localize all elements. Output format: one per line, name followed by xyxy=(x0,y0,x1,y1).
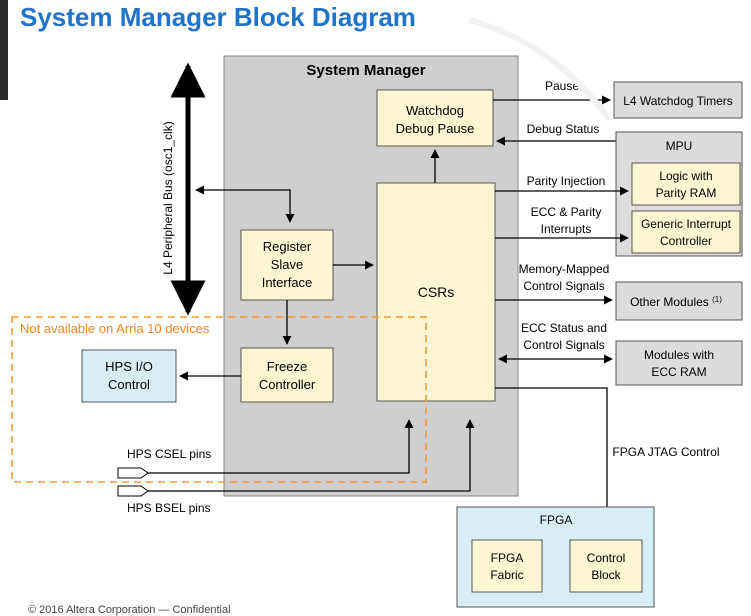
pause-label: Pause xyxy=(545,79,579,93)
mem-mapped-label-2: Control Signals xyxy=(523,279,604,293)
fpga-fabric-label-2: Fabric xyxy=(490,568,523,582)
parity-injection-label: Parity Injection xyxy=(527,174,606,188)
control-block-label-1: Control xyxy=(587,551,626,565)
system-manager-label: System Manager xyxy=(306,62,425,79)
ecc-status-label-2: Control Signals xyxy=(523,338,604,352)
ecc-modules-box xyxy=(615,340,743,386)
footer-text: © 2016 Altera Corporation — Confidential xyxy=(28,604,231,616)
ecc-modules-label-1: Modules with xyxy=(644,348,714,362)
hps-csel-arrow xyxy=(148,419,414,474)
ecc-parity-label-2: Interrupts xyxy=(541,222,592,236)
l4-bus-label: L4 Peripheral Bus (osc1_clk) xyxy=(161,121,175,274)
other-modules-text: Other Modules xyxy=(630,295,709,309)
l4-watchdog-label: L4 Watchdog Timers xyxy=(623,94,733,108)
control-block-label-2: Block xyxy=(591,568,621,582)
fpga-jtag-label: FPGA JTAG Control xyxy=(612,445,719,459)
csrs-label: CSRs xyxy=(418,284,455,300)
control-block xyxy=(569,539,643,593)
fpga-fabric-block xyxy=(471,539,543,593)
left-edge-bar xyxy=(0,0,8,100)
hps-csel-label: HPS CSEL pins xyxy=(127,447,211,461)
l4-watchdog-timers-box xyxy=(613,81,743,119)
logic-parity-ram-block xyxy=(631,162,741,206)
fpga-jtag-arrow xyxy=(495,387,612,529)
register-label-1: Register xyxy=(263,239,312,254)
hps-bsel-label: HPS BSEL pins xyxy=(127,501,211,515)
ecc-modules-label-2: ECC RAM xyxy=(651,365,706,379)
logic-parity-label-1: Logic with xyxy=(659,169,712,183)
other-modules-label: Other Modules (1) xyxy=(630,295,722,309)
logic-parity-label-2: Parity RAM xyxy=(656,186,717,200)
watermark-stroke xyxy=(469,17,613,122)
register-label-2: Slave xyxy=(271,257,304,272)
gic-label-1: Generic Interrupt xyxy=(641,217,732,231)
arria10-note-label: Not available on Arria 10 devices xyxy=(20,321,210,336)
watchdog-debug-pause-block xyxy=(376,89,494,147)
watchdog-label-1: Watchdog xyxy=(406,103,464,118)
other-modules-footnote: (1) xyxy=(712,295,722,304)
csrs-block xyxy=(376,182,496,402)
other-modules-box xyxy=(615,281,743,321)
freeze-label-2: Controller xyxy=(259,377,316,392)
gic-label-2: Controller xyxy=(660,234,712,248)
hps-io-label-2: Control xyxy=(108,377,150,392)
ecc-status-label-1: ECC Status and xyxy=(521,321,607,335)
fpga-fabric-label-1: FPGA xyxy=(491,551,524,565)
hps-bsel-arrow xyxy=(148,419,475,492)
register-label-3: Interface xyxy=(262,275,313,290)
page-title: System Manager Block Diagram xyxy=(20,2,416,32)
debug-status-label: Debug Status xyxy=(527,122,600,136)
arria10-unavailable-region xyxy=(11,316,427,483)
hps-csel-pin-connector xyxy=(117,467,149,479)
hps-bsel-pin-connector xyxy=(117,485,149,497)
watchdog-label-2: Debug Pause xyxy=(396,121,475,136)
fpga-label: FPGA xyxy=(540,513,573,527)
hps-io-label-1: HPS I/O xyxy=(105,359,153,374)
bus-to-register-arrow xyxy=(195,185,295,223)
hps-io-control-block xyxy=(81,349,177,403)
ecc-parity-label-1: ECC & Parity xyxy=(531,205,602,219)
freeze-controller-block xyxy=(240,347,334,403)
freeze-label-1: Freeze xyxy=(267,359,307,374)
gic-block xyxy=(631,210,741,254)
mpu-label: MPU xyxy=(666,139,693,153)
mem-mapped-label-1: Memory-Mapped xyxy=(519,262,610,276)
